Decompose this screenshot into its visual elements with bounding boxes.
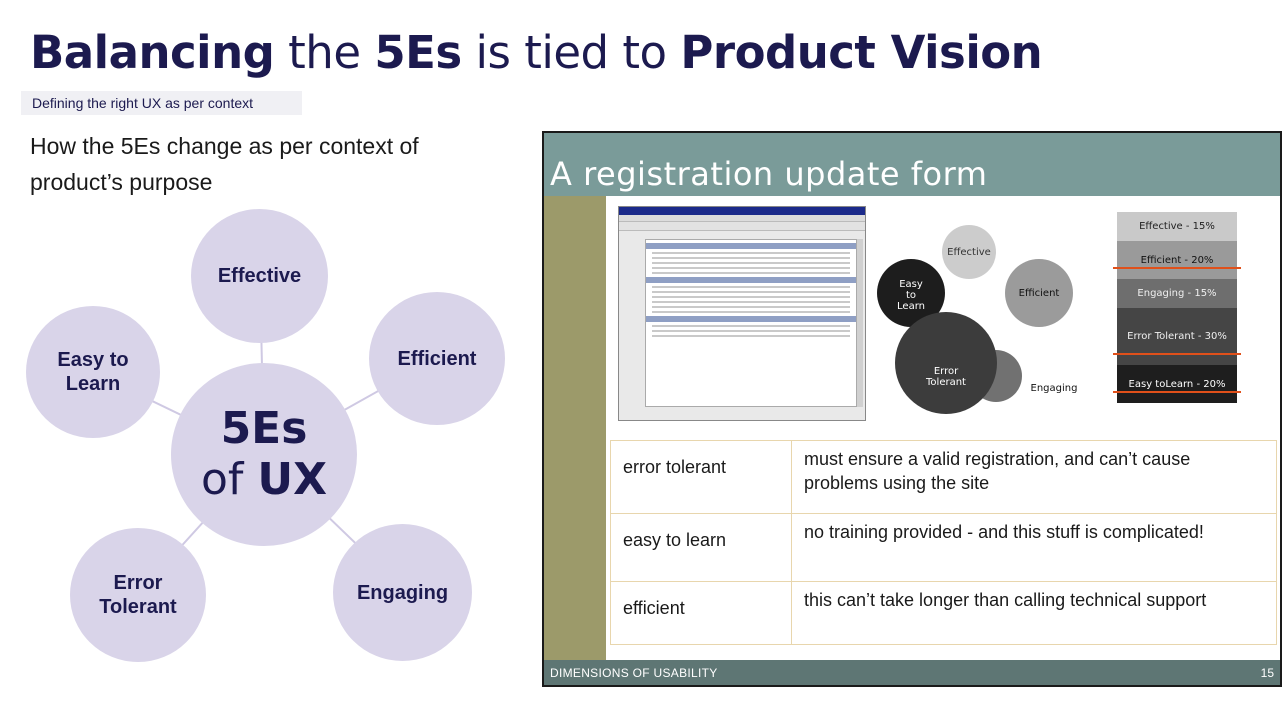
ux-requirements-table: error tolerant must ensure a valid regis… [610, 440, 1277, 645]
table-key-cell: error tolerant [611, 441, 792, 514]
bubble-chart: Effective Efficient Easy to Learn Error … [874, 221, 1104, 421]
petal-engaging: Engaging [333, 524, 472, 661]
bar-highlight-line [1113, 391, 1241, 393]
bubble-engaging-label: Engaging [1031, 383, 1078, 394]
title-bold-5es: 5Es [374, 26, 461, 79]
slide-header-band: A registration update form [544, 133, 1280, 196]
mock-line [652, 325, 850, 327]
bubble-error-tolerant [895, 312, 997, 414]
mock-toolbar [619, 222, 865, 231]
center-of-ux-label: of UX [201, 454, 327, 506]
title-tied-to: is tied to [462, 26, 681, 79]
five-es-diagram: Effective Efficient Engaging Error Toler… [0, 200, 520, 670]
mock-line [652, 311, 850, 313]
table-row: error tolerant must ensure a valid regis… [611, 441, 1277, 514]
petal-efficient: Efficient [369, 292, 505, 425]
slide-title: A registration update form [550, 155, 987, 193]
center-ux-word: UX [257, 454, 327, 505]
title-the: the [274, 26, 374, 79]
center-5es-of-ux: 5Es of UX [171, 363, 357, 546]
bar-highlight-line [1113, 353, 1241, 355]
title-bold-balancing: Balancing [30, 26, 274, 79]
bar-segment-label: Efficient - 20% [1141, 255, 1214, 266]
bubble-error-label: Error [934, 366, 959, 377]
slide-page-number: 15 [1261, 666, 1274, 680]
petal-learn-label: Learn [66, 372, 120, 396]
slide-footer-label: DIMENSIONS OF USABILITY [550, 666, 718, 680]
table-key-cell: efficient [611, 582, 792, 645]
bar-segment: Error Tolerant - 30% [1117, 308, 1237, 365]
mock-line [652, 301, 850, 303]
bubble-to-label: to [906, 290, 916, 301]
slide-side-band [544, 196, 606, 664]
mock-section-bar [646, 277, 856, 283]
mock-line [652, 291, 850, 293]
bar-segment-label: Effective - 15% [1139, 221, 1215, 232]
petal-effective-label: Effective [218, 264, 301, 288]
table-value-cell: no training provided - and this stuff is… [792, 514, 1277, 582]
bar-segment: Easy toLearn - 20% [1117, 365, 1237, 403]
center-5es-label: 5Es [221, 404, 308, 454]
mock-line [652, 262, 850, 264]
center-of-word: of [201, 454, 257, 505]
embedded-slide: A registration update form [542, 131, 1282, 687]
bar-segment: Effective - 15% [1117, 212, 1237, 241]
table-row: easy to learn no training provided - and… [611, 514, 1277, 582]
mock-line [652, 296, 850, 298]
mock-line [652, 335, 850, 337]
petal-easy-to-learn: Easy to Learn [26, 306, 160, 438]
petal-engaging-label: Engaging [357, 581, 448, 605]
bar-segment-label: Engaging - 15% [1137, 288, 1216, 299]
slide-footer: DIMENSIONS OF USABILITY 15 [544, 660, 1280, 685]
table-value-cell: must ensure a valid registration, and ca… [792, 441, 1277, 514]
bubble-effective-label: Effective [947, 247, 991, 258]
registration-form-screenshot [618, 206, 866, 421]
mock-line [652, 286, 850, 288]
bubble-learn-label: Learn [897, 301, 925, 312]
mock-line [652, 306, 850, 308]
page-title: Balancing the 5Es is tied to Product Vis… [30, 26, 1042, 79]
mock-section-bar [646, 243, 856, 249]
mock-line [652, 272, 850, 274]
bar-segment: Efficient - 20% [1117, 241, 1237, 279]
mock-title-bar [619, 207, 865, 215]
weight-stacked-bar: Effective - 15% Efficient - 20% Engaging -… [1117, 212, 1237, 402]
mock-form-pane [645, 239, 857, 407]
subtitle-banner: Defining the right UX as per context [21, 91, 302, 115]
title-bold-product-vision: Product Vision [680, 26, 1042, 79]
table-row: efficient this can’t take longer than ca… [611, 582, 1277, 645]
petal-efficient-label: Efficient [398, 347, 477, 371]
bubble-tolerant-label: Tolerant [925, 377, 966, 388]
bar-segment: Engaging - 15% [1117, 279, 1237, 308]
table-key-cell: easy to learn [611, 514, 792, 582]
mock-line [652, 252, 850, 254]
table-value-cell: this can’t take longer than calling tech… [792, 582, 1277, 645]
petal-tolerant-label: Tolerant [99, 595, 176, 619]
petal-effective: Effective [191, 209, 328, 343]
mock-scrollbar [857, 239, 863, 407]
mock-line [652, 330, 850, 332]
petal-easy-to-label: Easy to [57, 348, 128, 372]
mock-line [652, 267, 850, 269]
intro-text: How the 5Es change as per context of pro… [30, 128, 500, 200]
bar-segment-label: Error Tolerant - 30% [1127, 331, 1227, 342]
bubble-efficient-label: Efficient [1019, 288, 1060, 299]
bar-highlight-line [1113, 267, 1241, 269]
mock-menu-bar [619, 215, 865, 222]
petal-error-tolerant: Error Tolerant [70, 528, 206, 662]
mock-line [652, 257, 850, 259]
bubble-easy-label: Easy [899, 279, 923, 290]
petal-error-label: Error [114, 571, 163, 595]
mock-section-bar [646, 316, 856, 322]
bar-segment-label: Easy toLearn - 20% [1129, 379, 1226, 390]
